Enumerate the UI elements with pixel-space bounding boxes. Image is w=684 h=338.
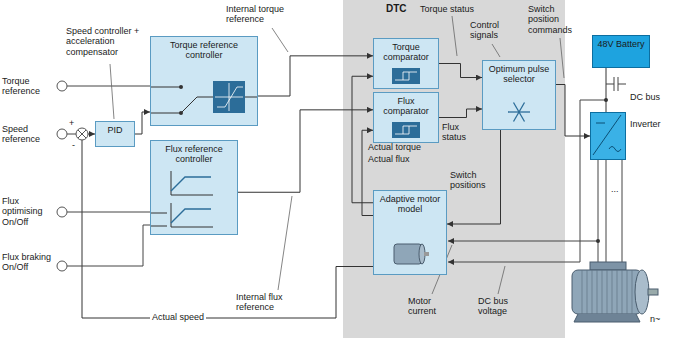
- model-box: Adaptive motor model: [373, 190, 447, 275]
- inverter-box: Inverter: [590, 112, 626, 160]
- edge-label: Internal flux reference: [236, 292, 308, 313]
- block-symbol: [151, 37, 257, 125]
- signal-label: Flux optimising On/Off: [2, 196, 54, 227]
- selector-box: Optimum pulse selector: [482, 60, 556, 130]
- tap-dot: [596, 239, 600, 243]
- signal-label: Control signals: [470, 20, 512, 41]
- tap-dot: [604, 98, 608, 102]
- feedback-wires: [448, 77, 626, 268]
- signal-arrow: [439, 109, 482, 118]
- signal-arrow: [606, 68, 607, 112]
- signal-arrow: [556, 85, 590, 137]
- signal-arrow: [82, 134, 373, 318]
- box-label: Optimum pulse selector: [486, 64, 552, 85]
- signal-label: Speed reference: [2, 124, 52, 145]
- signal-label: +: [69, 118, 77, 128]
- edge-label: Actual flux: [368, 154, 438, 164]
- signal-arrow: [447, 130, 501, 224]
- signal-arrow: [439, 64, 482, 78]
- signal-arrow: [238, 110, 373, 192]
- summing-junction: [76, 128, 88, 140]
- wire: [67, 212, 150, 213]
- current-wire: [448, 241, 598, 242]
- signal-label: DC bus: [630, 92, 675, 102]
- edge-label: Actual torque: [368, 142, 438, 152]
- signal-label: Speed controller + acceleration compensa…: [66, 26, 150, 57]
- wire: [67, 134, 76, 135]
- comparator-box: Flux comparator: [373, 92, 439, 143]
- box-label: Adaptive motor model: [377, 194, 443, 215]
- wire: [67, 225, 150, 266]
- signal-label: -: [72, 140, 80, 150]
- controller-box: PID: [95, 121, 135, 147]
- terminal: [57, 207, 67, 217]
- signal-label: Motor current: [408, 296, 448, 317]
- box-label: Flux comparator: [377, 96, 435, 117]
- dtc-panel: Torque comparatorFlux comparator Optimum …: [343, 0, 565, 338]
- controller-box: Torque reference controller: [150, 36, 258, 126]
- box-label: Inverter: [630, 119, 661, 129]
- signal-label: DC bus voltage: [478, 296, 518, 317]
- box-label: 48V Battery: [596, 39, 646, 49]
- signal-label: ...: [611, 184, 625, 194]
- motor-picture: [572, 262, 658, 322]
- input-wires: [67, 86, 150, 266]
- terminal: [57, 81, 67, 91]
- box-label: Flux reference controller: [154, 144, 234, 165]
- box-label: PID: [99, 125, 131, 135]
- terminal: [57, 261, 67, 271]
- box-label: Torque comparator: [377, 42, 435, 63]
- voltage-wire: [448, 100, 606, 262]
- edge-label: Internal torque reference: [226, 4, 306, 25]
- leader-lines: [110, 16, 564, 294]
- signal-label: Flux braking On/Off: [2, 252, 54, 273]
- comparator-box: Torque comparator: [373, 38, 439, 89]
- box-label: Torque reference controller: [154, 40, 254, 61]
- edge-label: Actual speed: [150, 312, 206, 322]
- wire: [67, 86, 150, 87]
- edge-label: Torque status: [420, 4, 482, 14]
- signal-label: Torque reference: [2, 76, 52, 97]
- battery-box: 48V Battery: [592, 35, 650, 68]
- signal-label: n~: [650, 314, 674, 324]
- edge-label: Flux status: [442, 122, 482, 143]
- input-terminals: [57, 81, 67, 271]
- capacitor-symbol: [606, 77, 626, 91]
- block-symbol: [591, 113, 625, 159]
- edge-label: Switch position commands: [528, 4, 584, 35]
- controller-box: Flux reference controller: [150, 140, 238, 235]
- signal-arrow: [135, 112, 150, 134]
- terminal: [57, 129, 67, 139]
- motor-wires: [598, 160, 622, 268]
- edge-label: Switch positions: [450, 170, 496, 191]
